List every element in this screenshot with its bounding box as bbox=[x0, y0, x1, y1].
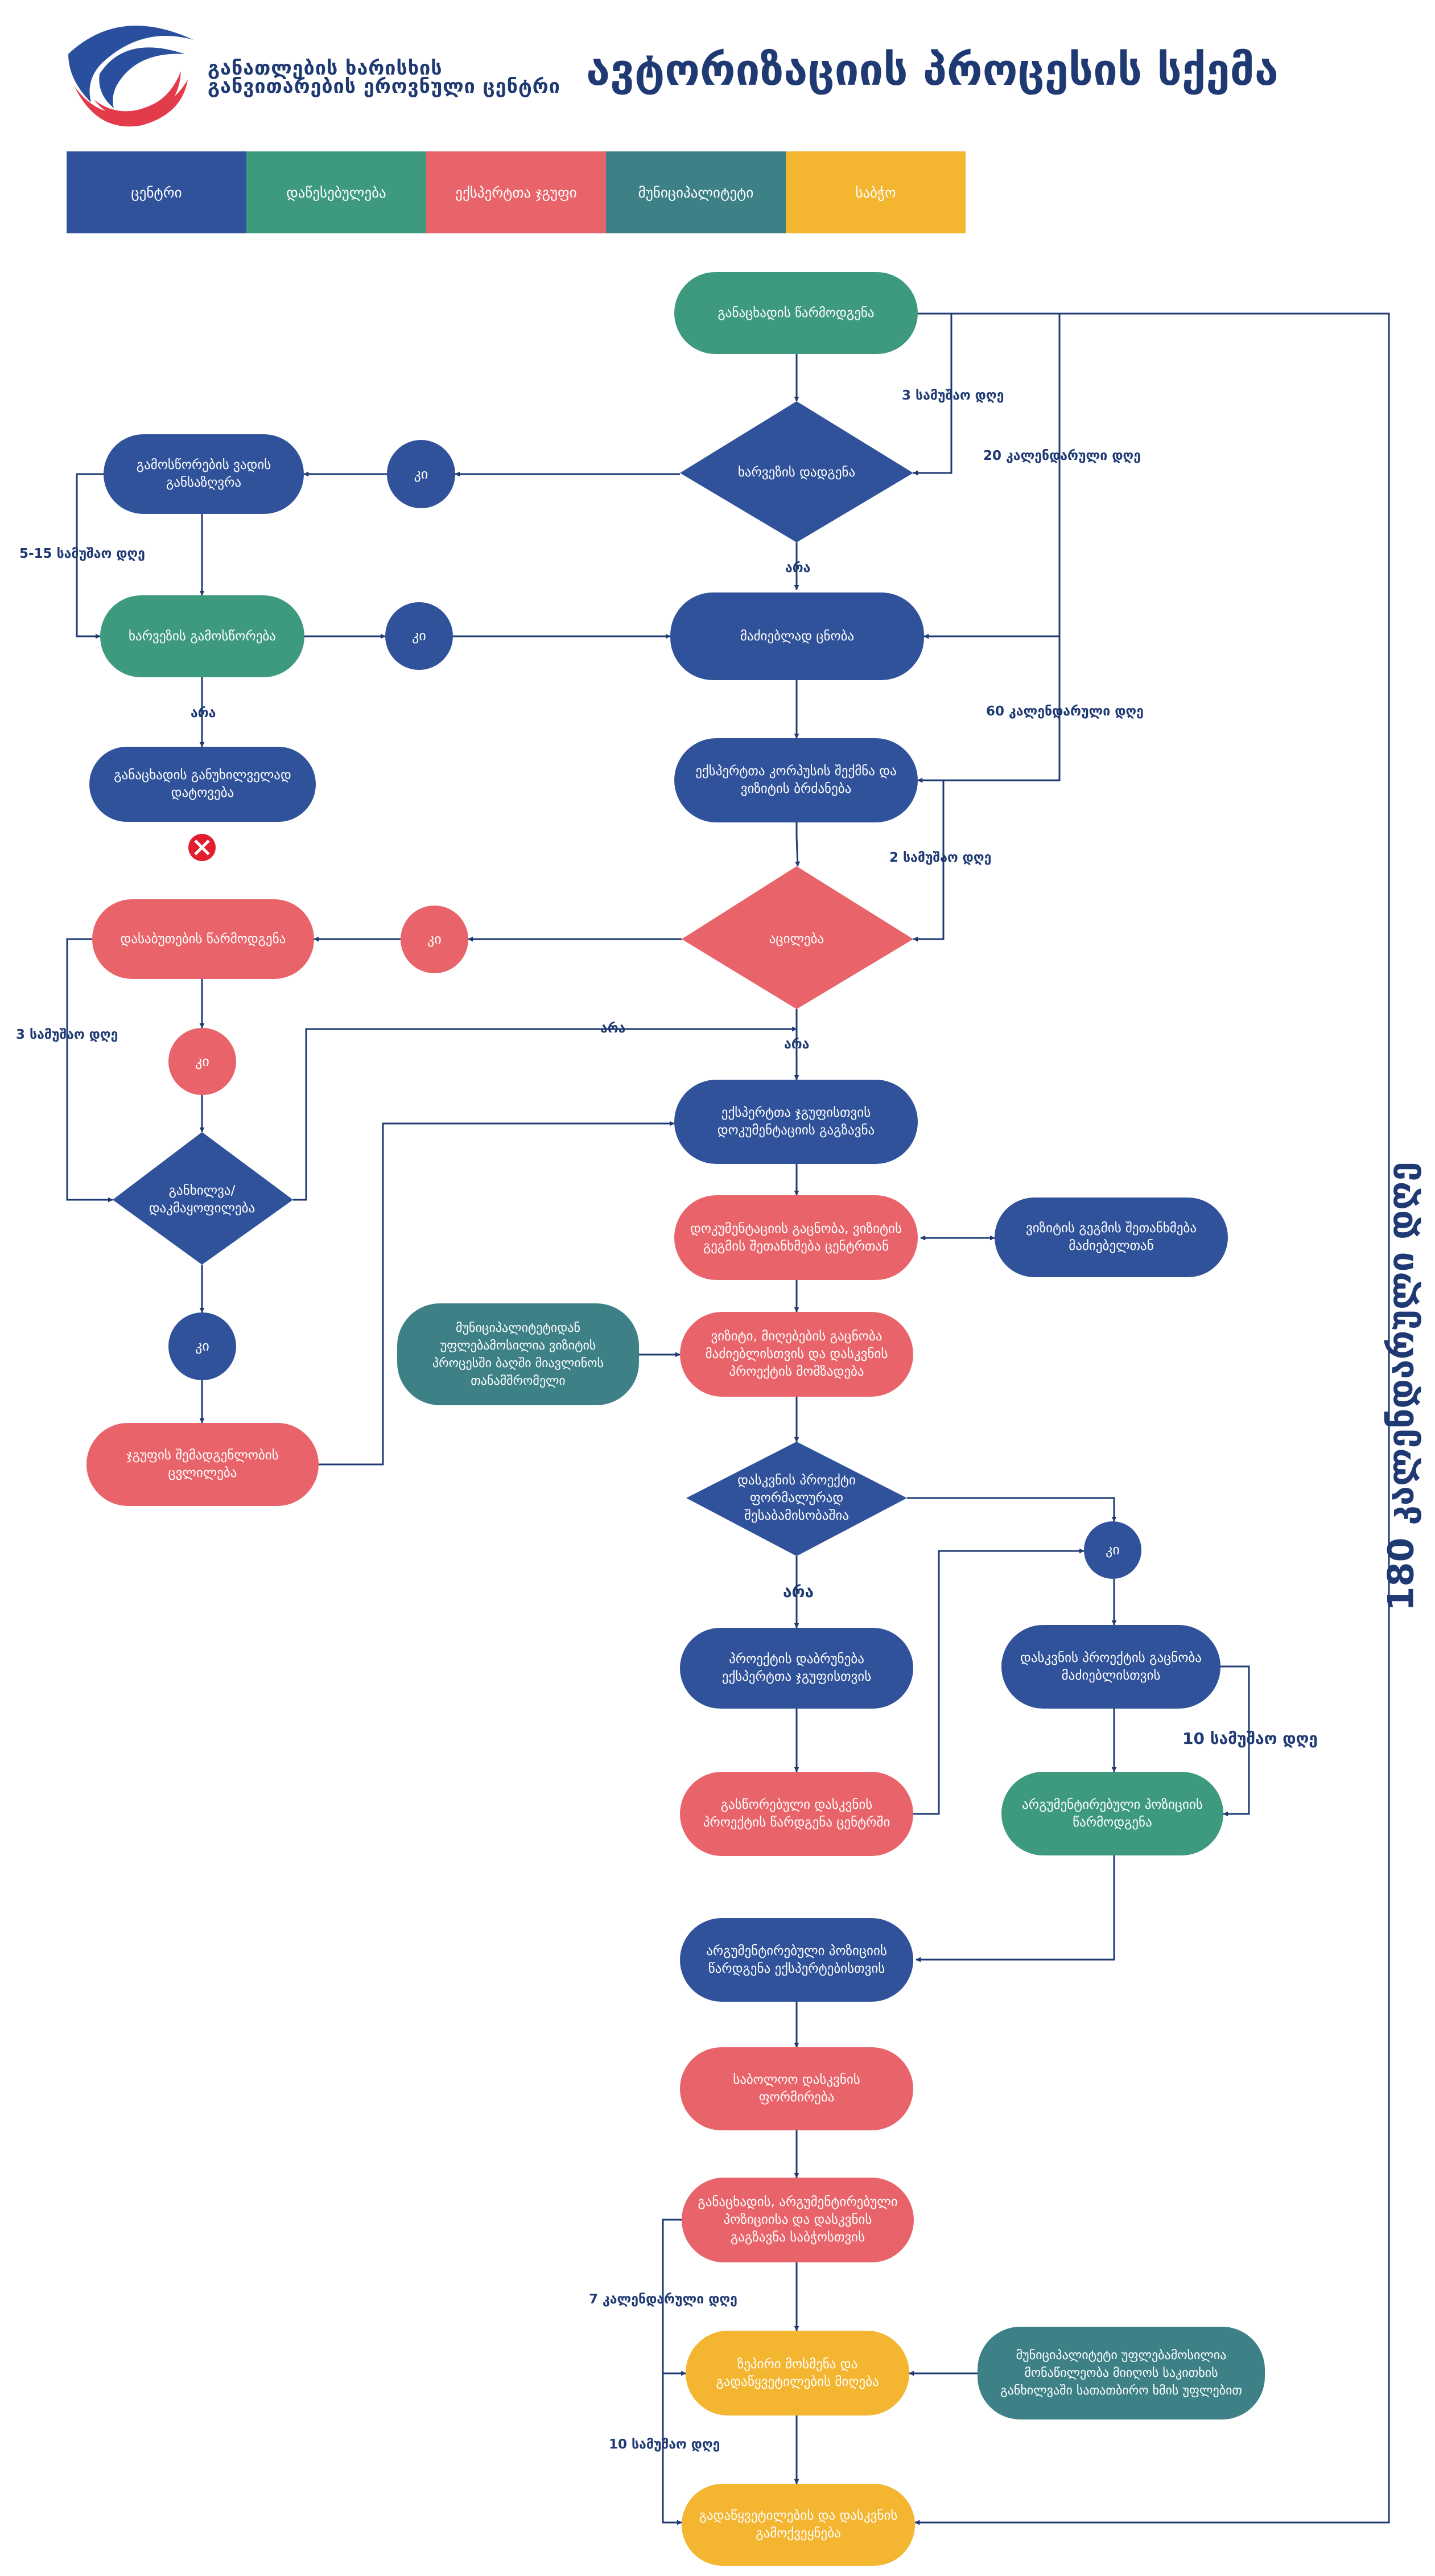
edge-180days-loop bbox=[914, 312, 1390, 2525]
node-decision-publish: გადაწყვეტილების და დასკვნის გამოქვეყნება bbox=[682, 2484, 915, 2566]
node-draft-to-applicant: დასკვნის პროექტის გაცნობა მაძიებლისთვის bbox=[1001, 1625, 1220, 1709]
label-10-days-a: 10 სამუშაო დღე bbox=[1182, 1729, 1318, 1748]
node-deficiency-deadline: გამოსწორების ვადის განსაზღვრა bbox=[104, 434, 304, 514]
label-no-4: არა bbox=[600, 1021, 626, 1036]
label-60-days: 60 კალენდარული დღე bbox=[986, 704, 1144, 719]
node-corrected-draft: გასწორებული დასკვნის პროექტის წარდგენა ც… bbox=[680, 1772, 913, 1856]
edge-position-toexperts bbox=[916, 1855, 1115, 1962]
deficiency-diamond bbox=[680, 401, 913, 542]
node-change-team: ჯგუფის შემადგენლობის ცვლილება bbox=[86, 1423, 319, 1506]
node-return-to-experts: პროექტის დაბრუნება ექსპერტთა ჯგუფისთვის bbox=[680, 1628, 913, 1709]
edge-60days-loop bbox=[917, 636, 1061, 783]
node-send-to-council: განაცხადის, არგუმენტირებული პოზიციისა და… bbox=[682, 2178, 914, 2262]
node-review-satisfy: განხილვა/ დაკმაყოფილება bbox=[149, 1183, 255, 1216]
node-visit-report: ვიზიტი, მიღებების გაცნობა მაძიებლისთვის … bbox=[680, 1312, 913, 1397]
node-expert-team: ექსპერტთა კორპუსის შექმნა და ვიზიტის ბრძ… bbox=[674, 738, 918, 822]
edge-deadline-fix-side bbox=[76, 473, 104, 639]
node-position-to-experts: არგუმენტირებული პოზიციის წარდგენა ექსპერ… bbox=[680, 1918, 913, 2002]
node-recusal-grounds: დასაბუთების წარმოდგენა bbox=[92, 899, 314, 979]
edge-review-no bbox=[293, 1026, 797, 1201]
recusal-diamond bbox=[682, 866, 913, 1009]
node-submit-application: განაცხადის წარმოდგენა bbox=[674, 272, 918, 354]
legend-municipality: მუნიციპალიტეტი bbox=[606, 151, 786, 233]
node-yes-deficiency: კი bbox=[387, 440, 455, 508]
label-180-days: 180 კალენდარული დღე bbox=[1380, 1162, 1422, 1611]
logo-line-1: განათლების ხარისხის bbox=[208, 57, 443, 80]
node-doc-study: დოკუმენტაციის გაცნობა, ვიზიტის გეგმის შე… bbox=[674, 1195, 918, 1280]
edge-20days-loop bbox=[923, 312, 1061, 639]
x-circle-icon bbox=[188, 834, 216, 861]
node-yes-compliance: კი bbox=[1084, 1521, 1141, 1579]
node-yes-fix: კი bbox=[385, 602, 453, 670]
node-application-rejected: განაცხადის განუხილველად დატოვება bbox=[89, 747, 316, 822]
edge-expert-recusal bbox=[795, 822, 801, 867]
legend-institution: დაწესებულება bbox=[246, 151, 426, 233]
swoosh-logo-icon bbox=[68, 26, 193, 127]
node-send-docs: ექსპერტთა ჯგუფისთვის დოკუმენტაციის გაგზა… bbox=[674, 1080, 918, 1164]
legend-center: ცენტრი bbox=[67, 151, 246, 233]
node-notify-mayor: მაძიებლად ცნობა bbox=[670, 592, 924, 680]
node-final-conclusion: საბოლოო დასკვნის ფორმირება bbox=[680, 2047, 913, 2130]
edge-grounds-review-3days bbox=[66, 938, 113, 1203]
page-title: ავტორიზაციის პროცესის სქემა bbox=[586, 44, 1279, 95]
label-no-5: არა bbox=[783, 1582, 814, 1601]
label-3-days-b: 3 სამუშაო დღე bbox=[16, 1027, 118, 1042]
label-no-2: არა bbox=[191, 706, 216, 721]
label-5-15-days: 5-15 სამუშაო დღე bbox=[19, 546, 145, 561]
edge-change-senddocs bbox=[319, 1121, 675, 1466]
label-3-days-a: 3 სამუშაო დღე bbox=[902, 388, 1004, 403]
node-deficiency-found: ხარვეზის დადგენა bbox=[737, 464, 856, 480]
node-visit-plan: ვიზიტის გეგმის შეთანხმება მაძიებელთან bbox=[995, 1198, 1228, 1277]
edge-7days bbox=[662, 2219, 686, 2376]
label-20-days: 20 კალენდარული დღე bbox=[983, 448, 1141, 463]
node-municipality-hearing: მუნიციპალიტეტი უფლებამოსილია მონაწილეობა… bbox=[978, 2327, 1265, 2419]
node-reasoned-position: არგუმენტირებული პოზიციის წარმოდგენა bbox=[1001, 1772, 1223, 1855]
label-7-days: 7 კალენდარული დღე bbox=[589, 2292, 737, 2307]
node-draft-compliance: დასკვნის პროექტი ფორმალურად შესაბამისობა… bbox=[737, 1472, 856, 1523]
logo-line-2: განვითარების ეროვნული ცენტრი bbox=[208, 75, 560, 98]
legend-experts: ექსპერტთა ჯგუფი bbox=[426, 151, 606, 233]
label-10-days-b: 10 სამუშაო დღე bbox=[609, 2437, 720, 2452]
node-fix-deficiency: ხარვეზის გამოსწორება bbox=[100, 595, 304, 677]
review-diamond bbox=[113, 1132, 293, 1265]
compliance-diamond bbox=[686, 1442, 907, 1556]
edge-draft-position-10days bbox=[1220, 1665, 1250, 1817]
edge-10days bbox=[662, 2373, 682, 2525]
label-2-days: 2 სამუშაო დღე bbox=[889, 850, 992, 865]
node-municipality-visit: მუნიციპალიტეტიდან უფლებამოსილია ვიზიტის … bbox=[397, 1303, 639, 1405]
label-no-1: არა bbox=[785, 561, 811, 575]
node-yes-grounds: კი bbox=[168, 1028, 236, 1095]
node-yes-recusal: კი bbox=[401, 906, 468, 973]
node-yes-review: კი bbox=[168, 1312, 236, 1380]
edge-3days-loop bbox=[913, 312, 952, 476]
edge-2days-loop bbox=[913, 780, 945, 942]
edge-compliance-yes bbox=[907, 1497, 1117, 1522]
edge-corrected-yes bbox=[913, 1548, 1085, 1815]
node-recusal: აცილება bbox=[769, 931, 824, 947]
node-council-session: ზეპირი მოსმენა და გადაწყვეტილების მიღება bbox=[686, 2331, 909, 2415]
label-no-3: არა bbox=[784, 1037, 810, 1052]
legend-council: საბჭო bbox=[786, 151, 966, 233]
